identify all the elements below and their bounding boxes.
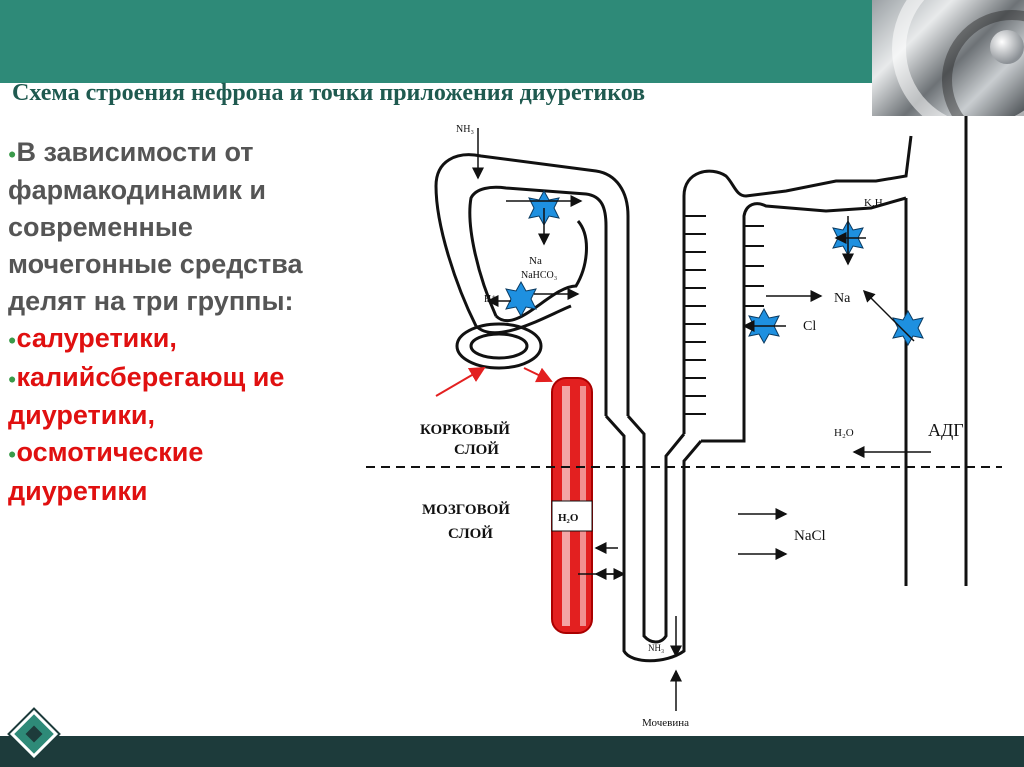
bullet-icon: ● xyxy=(8,445,17,462)
label-medulla-2: СЛОЙ xyxy=(448,525,493,542)
label-cortex: КОРКОВЫЙ xyxy=(420,421,510,438)
bullet-item: ●осмотические диуретики xyxy=(8,437,204,506)
blood-vessel xyxy=(435,366,593,634)
label-na: Na xyxy=(529,255,542,267)
header-bar xyxy=(0,0,1024,83)
decorative-corner-image xyxy=(872,0,1024,116)
label-cortex-2: СЛОЙ xyxy=(454,441,499,458)
label-medulla: МОЗГОВОЙ xyxy=(422,501,510,518)
label-h2o-right: H₂O xyxy=(834,427,854,439)
label-h2o-vessel: H₂O xyxy=(558,512,579,524)
footer-bar xyxy=(0,736,1024,767)
nephron-diagram-svg: NH₃ Na NaHCO₃ H⁺ K,H Na Cl КОРКОВЫЙ СЛОЙ… xyxy=(366,116,1002,729)
glomerulus xyxy=(455,322,543,370)
slide-title: Схема строения нефрона и точки приложени… xyxy=(12,80,646,106)
nephron-diagram: NH₃ Na NaHCO₃ H⁺ K,H Na Cl КОРКОВЫЙ СЛОЙ… xyxy=(366,116,1002,733)
transporter-icons xyxy=(505,190,924,346)
label-nacl: NaCl xyxy=(794,528,826,544)
proximal-tubule xyxy=(434,153,630,416)
label-cl: Cl xyxy=(803,319,816,334)
bullet-item: ●салуретики, xyxy=(8,323,177,354)
bullet-icon: ● xyxy=(8,370,17,387)
bullet-item: ●В зависимости от фармакодинамик и совре… xyxy=(8,137,303,317)
label-adh: АДГ xyxy=(928,420,964,440)
label-nahco3: NaHCO₃ xyxy=(521,270,557,281)
bullet-icon: ● xyxy=(8,145,17,162)
label-urea: Мочевина xyxy=(642,717,689,729)
distal-tubule xyxy=(682,116,968,586)
label-k-h: K,H xyxy=(864,197,883,209)
label-h-plus: H⁺ xyxy=(484,294,497,305)
bullet-item: ●калийсберегающ ие диуретики, xyxy=(8,361,285,431)
bullet-icon: ● xyxy=(8,331,17,348)
label-nh3-bottom: NH₃ xyxy=(648,643,664,653)
loop-of-henle xyxy=(604,414,703,663)
bullet-list: ●В зависимости от фармакодинамик и совре… xyxy=(8,134,328,510)
transport-arrows xyxy=(472,128,931,711)
label-na-right: Na xyxy=(834,291,851,306)
label-nh3-top: NH₃ xyxy=(456,124,474,135)
ascending-limb-rungs xyxy=(684,215,764,415)
